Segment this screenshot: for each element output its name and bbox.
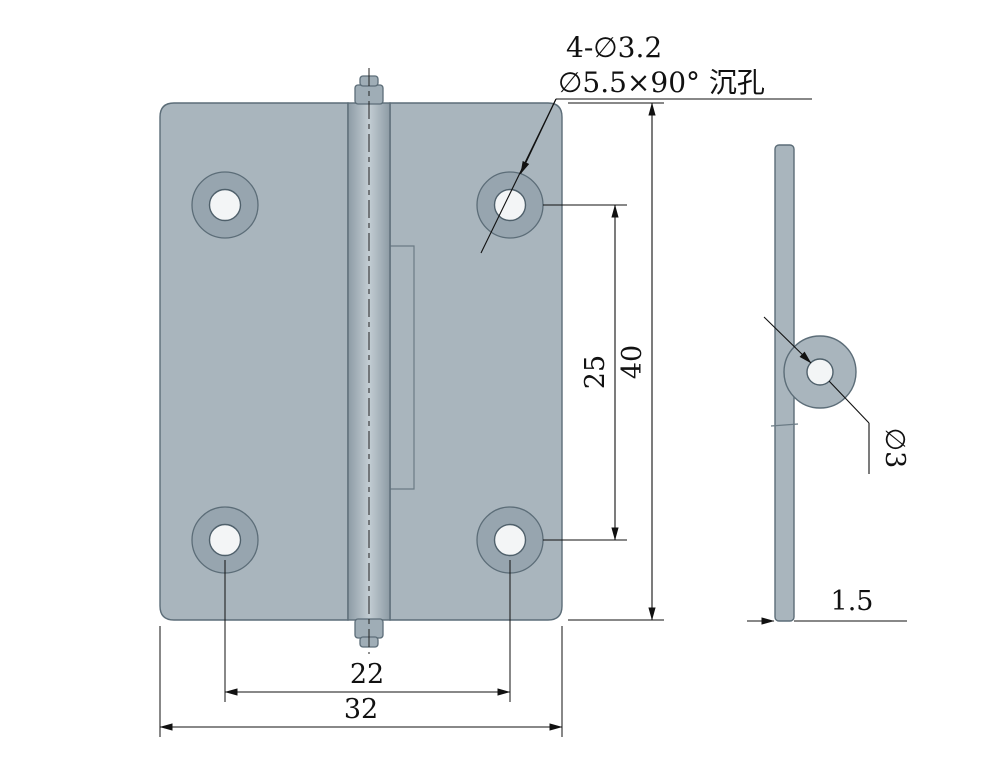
dimension-value-pin: ∅3 [879, 428, 910, 469]
dimension-pin-diameter: ∅3 [763, 316, 910, 474]
plate-parting-line [770, 423, 799, 427]
dimension-hole-spacing-vertical: 25 [543, 204, 627, 541]
side-view [770, 144, 857, 622]
dimension-value-32: 32 [344, 694, 378, 725]
hole-circle [493, 188, 527, 222]
hole-callout-line1: 4-∅3.2 [566, 31, 662, 64]
dimension-value-22: 22 [350, 659, 384, 690]
dimension-hole-spacing-horizontal: 22 [224, 560, 511, 702]
hole-circle [208, 523, 242, 557]
countersunk-hole-bottom-left [191, 506, 259, 574]
hole-circle [493, 523, 527, 557]
hole-callout-line2: ∅5.5×90° 沉孔 [558, 66, 765, 99]
callout-leader-arrow [520, 98, 557, 175]
pin-leader-line [828, 380, 870, 424]
knuckle-step-line [390, 245, 415, 490]
dimension-value-25: 25 [580, 355, 611, 389]
dimension-overall-height: 40 [568, 102, 664, 621]
dimension-overall-width: 32 [159, 626, 563, 737]
front-view [159, 68, 563, 654]
dimension-value-thickness: 1.5 [831, 586, 874, 617]
countersunk-hole-top-right [476, 171, 544, 239]
dimension-value-40: 40 [617, 345, 648, 379]
hole-callout: 4-∅3.2 ∅5.5×90° 沉孔 [480, 31, 812, 254]
countersunk-hole-top-left [191, 171, 259, 239]
pin-hole-circle [806, 358, 834, 386]
dimension-thickness: 1.5 [747, 586, 907, 625]
hole-circle [208, 188, 242, 222]
pin-leader-arrow [763, 316, 812, 364]
